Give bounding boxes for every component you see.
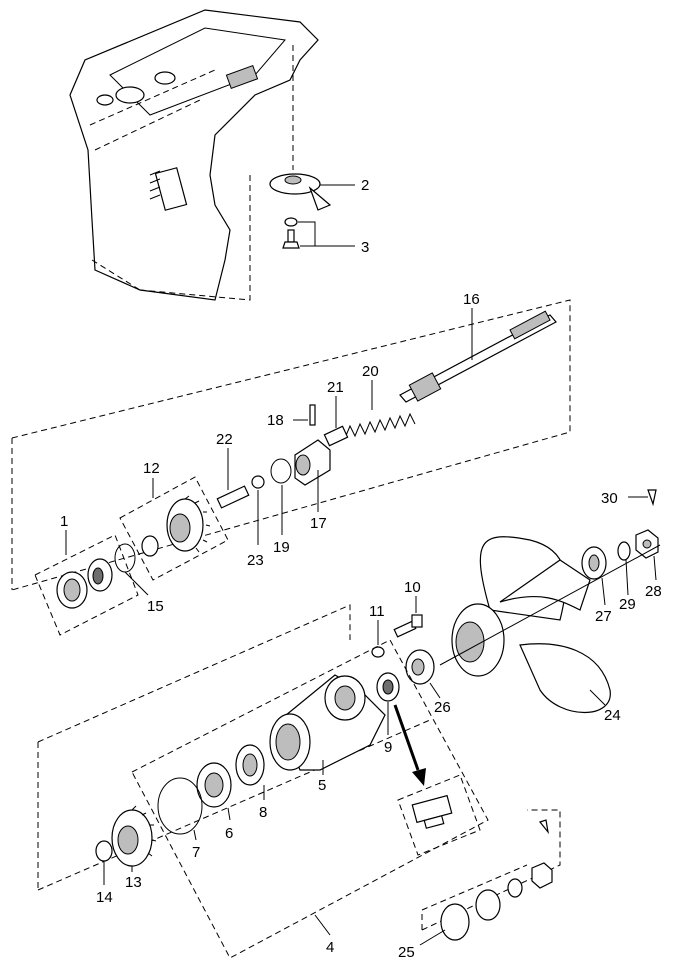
detail-arrow bbox=[393, 704, 426, 786]
label-4: 4 bbox=[326, 939, 334, 956]
label-29: 29 bbox=[619, 596, 636, 613]
detail-box bbox=[397, 774, 481, 856]
label-13: 13 bbox=[125, 874, 142, 891]
label-16: 16 bbox=[463, 291, 480, 308]
ball-bearing-6 bbox=[196, 762, 232, 821]
label-7: 7 bbox=[192, 844, 200, 861]
shim-14 bbox=[95, 840, 113, 885]
label-15: 15 bbox=[147, 598, 164, 615]
housing-group-boundary bbox=[37, 604, 431, 891]
bolt-10 bbox=[393, 596, 423, 638]
cotter-pin-30 bbox=[628, 489, 657, 507]
o-ring-15 bbox=[114, 543, 149, 596]
label-24: 24 bbox=[604, 707, 621, 724]
label-3: 3 bbox=[361, 239, 369, 256]
label-28: 28 bbox=[645, 583, 662, 600]
callout-labels: 1 2 3 4 5 6 7 8 9 10 11 12 13 14 15 16 1… bbox=[60, 177, 662, 961]
shaft-axis-line bbox=[439, 544, 661, 666]
label-19: 19 bbox=[273, 539, 290, 556]
label-5: 5 bbox=[318, 777, 326, 794]
label-2: 2 bbox=[361, 177, 369, 194]
lower-housing bbox=[69, 9, 319, 301]
clutch-17 bbox=[294, 439, 331, 512]
bolt-3 bbox=[282, 217, 355, 249]
label-6: 6 bbox=[225, 825, 233, 842]
group-4-box bbox=[131, 639, 489, 959]
label-26: 26 bbox=[434, 699, 451, 716]
shift-plunger-21 bbox=[323, 396, 349, 447]
label-21: 21 bbox=[327, 379, 344, 396]
bearing-group-1 bbox=[34, 530, 139, 636]
label-17: 17 bbox=[310, 515, 327, 532]
label-11: 11 bbox=[369, 603, 385, 620]
label-22: 22 bbox=[216, 431, 233, 448]
label-8: 8 bbox=[259, 804, 267, 821]
propeller-24 bbox=[451, 536, 611, 714]
label-20: 20 bbox=[362, 363, 379, 380]
label-23: 23 bbox=[247, 552, 264, 569]
washer-11 bbox=[371, 620, 385, 658]
spring-20 bbox=[344, 380, 416, 439]
label-9: 9 bbox=[384, 739, 392, 756]
bearing-housing-5 bbox=[269, 674, 386, 775]
washer-29 bbox=[617, 541, 631, 596]
forward-gear-group-12 bbox=[119, 476, 229, 581]
needle-bearing-8 bbox=[235, 744, 265, 800]
ball-23 bbox=[251, 475, 265, 545]
label-30: 30 bbox=[601, 490, 618, 507]
label-25: 25 bbox=[398, 944, 415, 961]
label-12: 12 bbox=[143, 460, 160, 477]
oil-seal-9 bbox=[376, 672, 400, 735]
propeller-shaft-16 bbox=[399, 308, 557, 403]
reverse-gear-13 bbox=[111, 805, 157, 872]
propeller-nut-28 bbox=[635, 529, 659, 581]
label-27: 27 bbox=[595, 608, 612, 625]
nut-set-25 bbox=[419, 809, 561, 946]
shaft-group-boundary bbox=[11, 299, 571, 591]
pin-18 bbox=[293, 404, 316, 426]
thrust-washer-27 bbox=[581, 546, 607, 606]
label-18: 18 bbox=[267, 412, 284, 429]
label-1: 1 bbox=[60, 513, 68, 530]
clip-19 bbox=[270, 458, 292, 535]
label-14: 14 bbox=[96, 889, 113, 906]
o-ring-7 bbox=[157, 777, 203, 841]
shift-pin-22 bbox=[216, 448, 250, 509]
label-10: 10 bbox=[404, 579, 421, 596]
anode-2 bbox=[269, 45, 355, 211]
spacer-26 bbox=[405, 649, 441, 699]
